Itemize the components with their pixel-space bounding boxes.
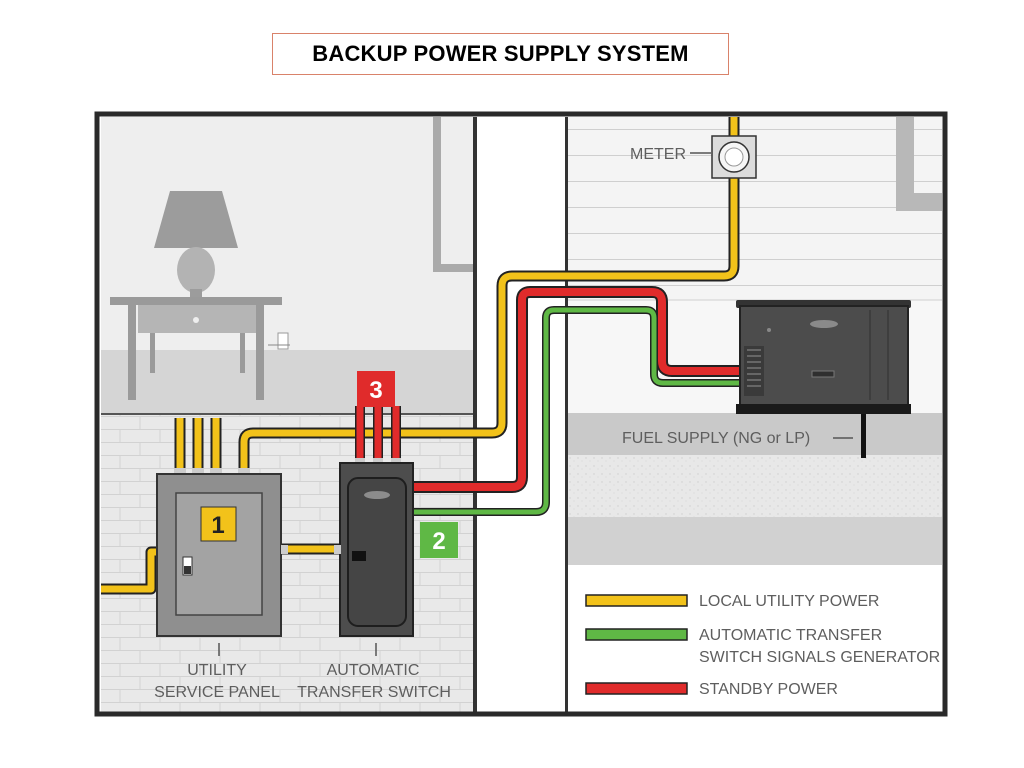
svg-text:2: 2 xyxy=(432,528,445,555)
wall-outlet-icon xyxy=(268,332,290,350)
legend-label-standby: STANDBY POWER xyxy=(699,681,838,698)
ats-label-line1: AUTOMATIC xyxy=(327,662,420,679)
meter-icon xyxy=(711,135,757,179)
svg-text:1: 1 xyxy=(211,512,224,539)
legend-swatch-signal xyxy=(585,628,688,641)
utility-service-panel xyxy=(156,468,288,637)
side-table-icon xyxy=(110,297,282,400)
room-floor xyxy=(101,350,473,414)
fuel-supply-label: FUEL SUPPLY (NG or LP) xyxy=(622,430,810,447)
svg-text:3: 3 xyxy=(369,377,382,404)
ground xyxy=(568,455,942,517)
fuel-pipe xyxy=(861,414,866,458)
legend-swatch-utility xyxy=(585,594,688,607)
meter-label: METER xyxy=(630,146,686,163)
marker-2: 2 xyxy=(420,522,458,558)
exterior-vent xyxy=(896,117,942,211)
utility-panel-label-line1: UTILITY xyxy=(187,662,247,679)
page-title: BACKUP POWER SUPPLY SYSTEM xyxy=(312,41,689,66)
wiring xyxy=(101,117,742,595)
utility-power-line xyxy=(101,117,738,593)
legend-swatch-standby xyxy=(585,682,688,695)
standby-power-line xyxy=(414,288,742,491)
lamp-icon xyxy=(154,191,238,297)
utility-panel-label-line2: SERVICE PANEL xyxy=(154,684,280,701)
concrete-pad xyxy=(568,413,942,455)
room-duct xyxy=(433,117,473,272)
signal-line xyxy=(414,307,742,515)
title-box: BACKUP POWER SUPPLY SYSTEM xyxy=(272,33,729,75)
marker-1: 1 xyxy=(200,506,237,542)
legend-label-utility: LOCAL UTILITY POWER xyxy=(699,593,879,610)
generator-icon xyxy=(736,300,911,414)
marker-3: 3 xyxy=(357,371,395,407)
legend: LOCAL UTILITY POWER AUTOMATIC TRANSFER S… xyxy=(585,593,940,698)
frame-border xyxy=(94,111,948,717)
legend-label-signal-line1: AUTOMATIC TRANSFER xyxy=(699,627,882,644)
ats-label-line2: TRANSFER SWITCH xyxy=(297,684,451,701)
automatic-transfer-switch xyxy=(334,458,414,637)
legend-label-signal-line2: SWITCH SIGNALS GENERATOR xyxy=(699,649,940,666)
